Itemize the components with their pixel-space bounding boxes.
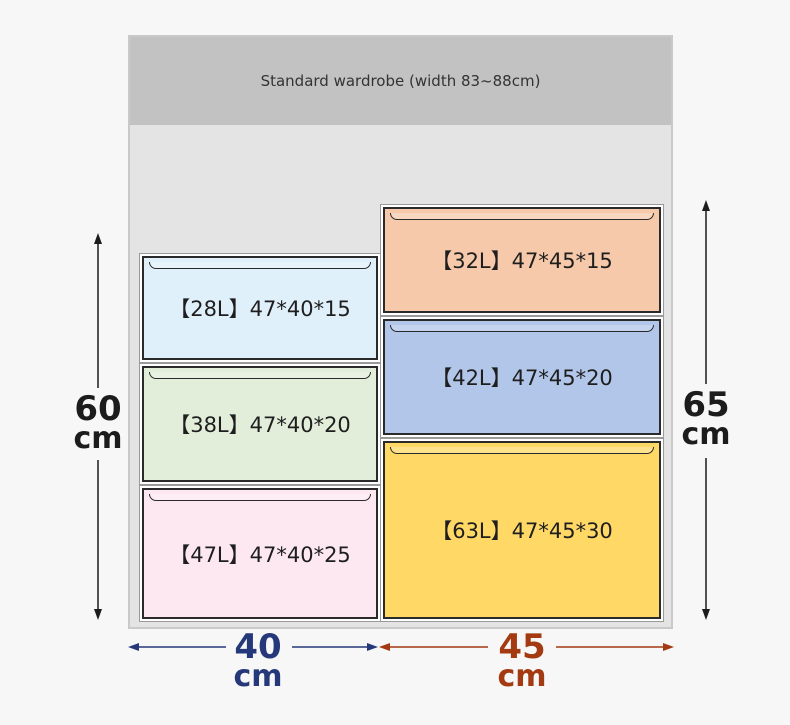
drawer-label: 【42L】47*45*20 — [431, 366, 613, 390]
right-height-unit: cm — [681, 416, 731, 452]
drawer-label: 【38L】47*40*20 — [169, 413, 351, 437]
drawer-label: 【47L】47*40*25 — [169, 542, 351, 567]
left-height-unit: cm — [73, 420, 123, 456]
right-width-unit: cm — [497, 658, 547, 694]
left-width-value: 40 — [234, 627, 282, 667]
drawer-42l: 【42L】47*45*20 — [383, 319, 661, 435]
drawer-63l: 【63L】47*45*30 — [383, 441, 661, 619]
left-width-arrow — [128, 643, 378, 651]
right-width-arrow — [379, 643, 674, 651]
right-height-arrow — [702, 200, 710, 620]
right-width-value: 45 — [498, 627, 546, 667]
drawer-38l: 【38L】47*40*20 — [142, 366, 378, 482]
drawer-label: 【28L】47*40*15 — [169, 297, 351, 321]
wardrobe-title: Standard wardrobe (width 83~88cm) — [260, 72, 541, 90]
drawer-28l: 【28L】47*40*15 — [142, 256, 378, 360]
left-height-arrow — [94, 233, 102, 620]
drawer-label: 【32L】47*45*15 — [431, 249, 613, 273]
drawer-label: 【63L】47*45*30 — [431, 519, 613, 543]
right-width-label: 45 cm — [484, 627, 560, 694]
drawer-32l: 【32L】47*45*15 — [383, 207, 661, 313]
drawer-47l: 【47L】47*40*25 — [142, 488, 378, 619]
left-height-label: 60 cm — [60, 389, 136, 456]
wardrobe-header: Standard wardrobe (width 83~88cm) — [130, 37, 671, 125]
right-height-value: 65 — [682, 385, 730, 425]
right-height-label: 65 cm — [668, 385, 744, 452]
left-height-value: 60 — [74, 389, 122, 429]
left-width-unit: cm — [233, 658, 283, 694]
left-width-label: 40 cm — [220, 627, 296, 694]
